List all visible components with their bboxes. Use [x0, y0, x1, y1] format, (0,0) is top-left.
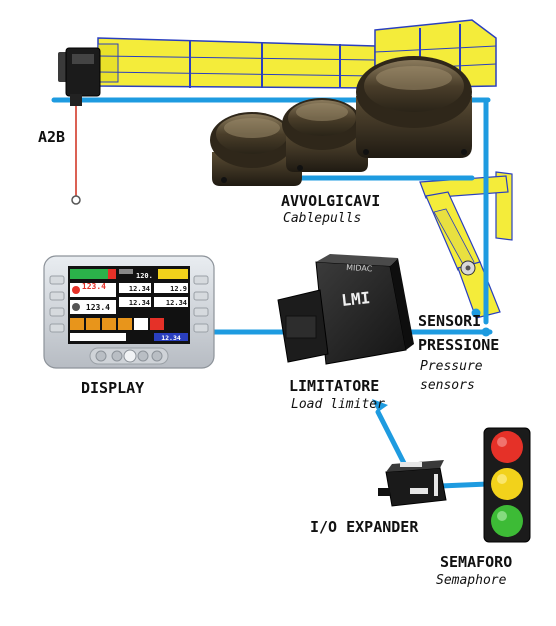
cablepulls-title: AVVOLGICAVI: [281, 192, 381, 210]
sensors-title-line-1: SENSORI: [418, 312, 482, 330]
sensor-node-bottom: [481, 327, 491, 337]
sensors-title-line-2: PRESSIONE: [418, 336, 500, 354]
sensor-node-top: [471, 308, 481, 318]
io-expander-icon: [378, 460, 447, 507]
display-cell-2: 12.34: [129, 299, 150, 307]
semaphore-title: SEMAFORO: [440, 553, 513, 571]
semaphore-subtitle: Semaphore: [436, 573, 507, 588]
display-label: DISPLAY: [81, 379, 145, 397]
traffic-light-icon: [483, 427, 531, 543]
sensors-subtitle-line-1: Pressure: [420, 359, 483, 374]
display-cell-4: 12.34: [161, 334, 181, 342]
display-main-value-1: 123.4: [82, 282, 106, 291]
display-top-value: 120.: [136, 272, 153, 280]
a2b-label: A2B: [38, 128, 66, 146]
display-cell-5: 12.9: [170, 285, 187, 293]
cablepulls-subtitle: Cablepulls: [283, 211, 362, 226]
a2b-switch-icon: [58, 47, 101, 205]
sensors-subtitle-line-2: sensors: [420, 378, 475, 393]
lmi-brand: MIDAC: [346, 263, 373, 273]
display-main-value-2: 123.4: [86, 303, 110, 312]
display-panel-icon: 123.4 123.4 12.34 12.9 12.34 12.34 120. …: [43, 255, 215, 369]
limiter-title: LIMITATORE: [289, 377, 380, 395]
pressure-cylinder-icon: [419, 175, 509, 319]
lmi-badge: LMI: [340, 288, 371, 310]
limiter-subtitle: Load limiter: [291, 397, 385, 412]
expander-label: I/O EXPANDER: [310, 518, 419, 536]
display-cell-3: 12.34: [166, 299, 187, 307]
display-cell-1: 12.34: [129, 285, 150, 293]
expander-arrow-icon: [372, 399, 388, 412]
cable-reel-icon: [210, 56, 472, 186]
lmi-controller-icon: MIDAC LMI: [277, 254, 414, 365]
